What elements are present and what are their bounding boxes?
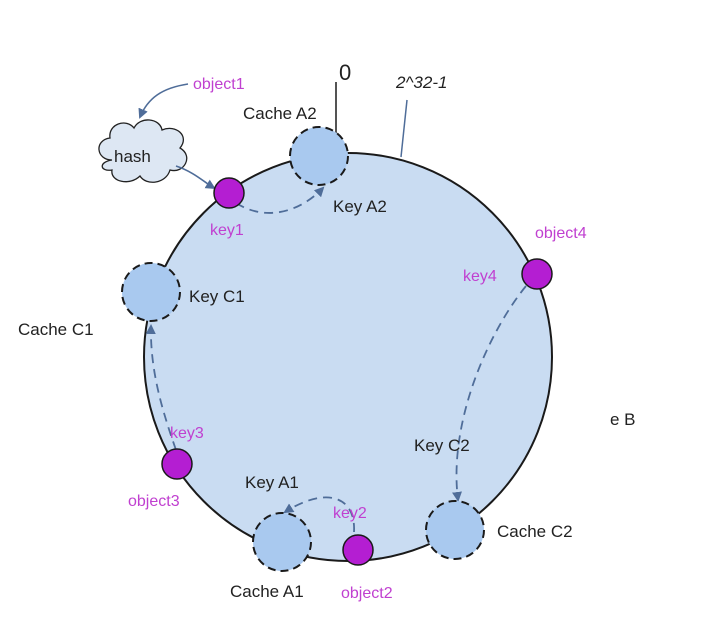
cache-a2-label: Cache A2: [243, 104, 317, 123]
object3-label: object3: [128, 493, 180, 510]
object1-arrow: [138, 83, 189, 119]
cache-c2-node: [425, 500, 485, 560]
max-label: 2^32-1: [395, 73, 447, 92]
key-c2-label: Key C2: [414, 436, 470, 455]
key1-to-cache-a2-arrow: [235, 186, 325, 214]
key4-node: [521, 258, 553, 290]
object1-label: object1: [193, 76, 245, 93]
key-c1-label: Key C1: [189, 287, 245, 306]
key1-node: [213, 177, 245, 209]
hash-to-key1-arrow: [175, 165, 216, 190]
key1-label: key1: [210, 222, 244, 239]
cache-c2-label: Cache C2: [497, 522, 573, 541]
cache-a1-label: Cache A1: [230, 582, 304, 601]
max-marker-line: [400, 99, 408, 158]
key-a2-label: Key A2: [333, 197, 387, 216]
key3-node: [161, 448, 193, 480]
object2-label: object2: [341, 585, 393, 602]
key4-to-cache-c2-arrow: [452, 285, 527, 502]
key-a1-label: Key A1: [245, 473, 299, 492]
object4-label: object4: [535, 225, 587, 242]
key2-node: [342, 534, 374, 566]
key4-label: key4: [463, 268, 497, 285]
key2-label: key2: [333, 505, 367, 522]
zero-label: 0: [339, 60, 351, 85]
key3-label: key3: [170, 425, 204, 442]
cache-c1-node: [121, 262, 181, 322]
key2-to-cache-a1-arrow: [283, 496, 355, 533]
cache-a1-node: [252, 512, 312, 572]
hash-label: hash: [114, 147, 151, 166]
cache-a2-node: [289, 126, 349, 186]
cache-c1-label: Cache C1: [18, 320, 94, 339]
cache-b-fragment-label: e B: [610, 410, 636, 429]
hash-cloud-shape: [98, 119, 188, 183]
key3-to-cache-c1-arrow: [145, 324, 177, 451]
